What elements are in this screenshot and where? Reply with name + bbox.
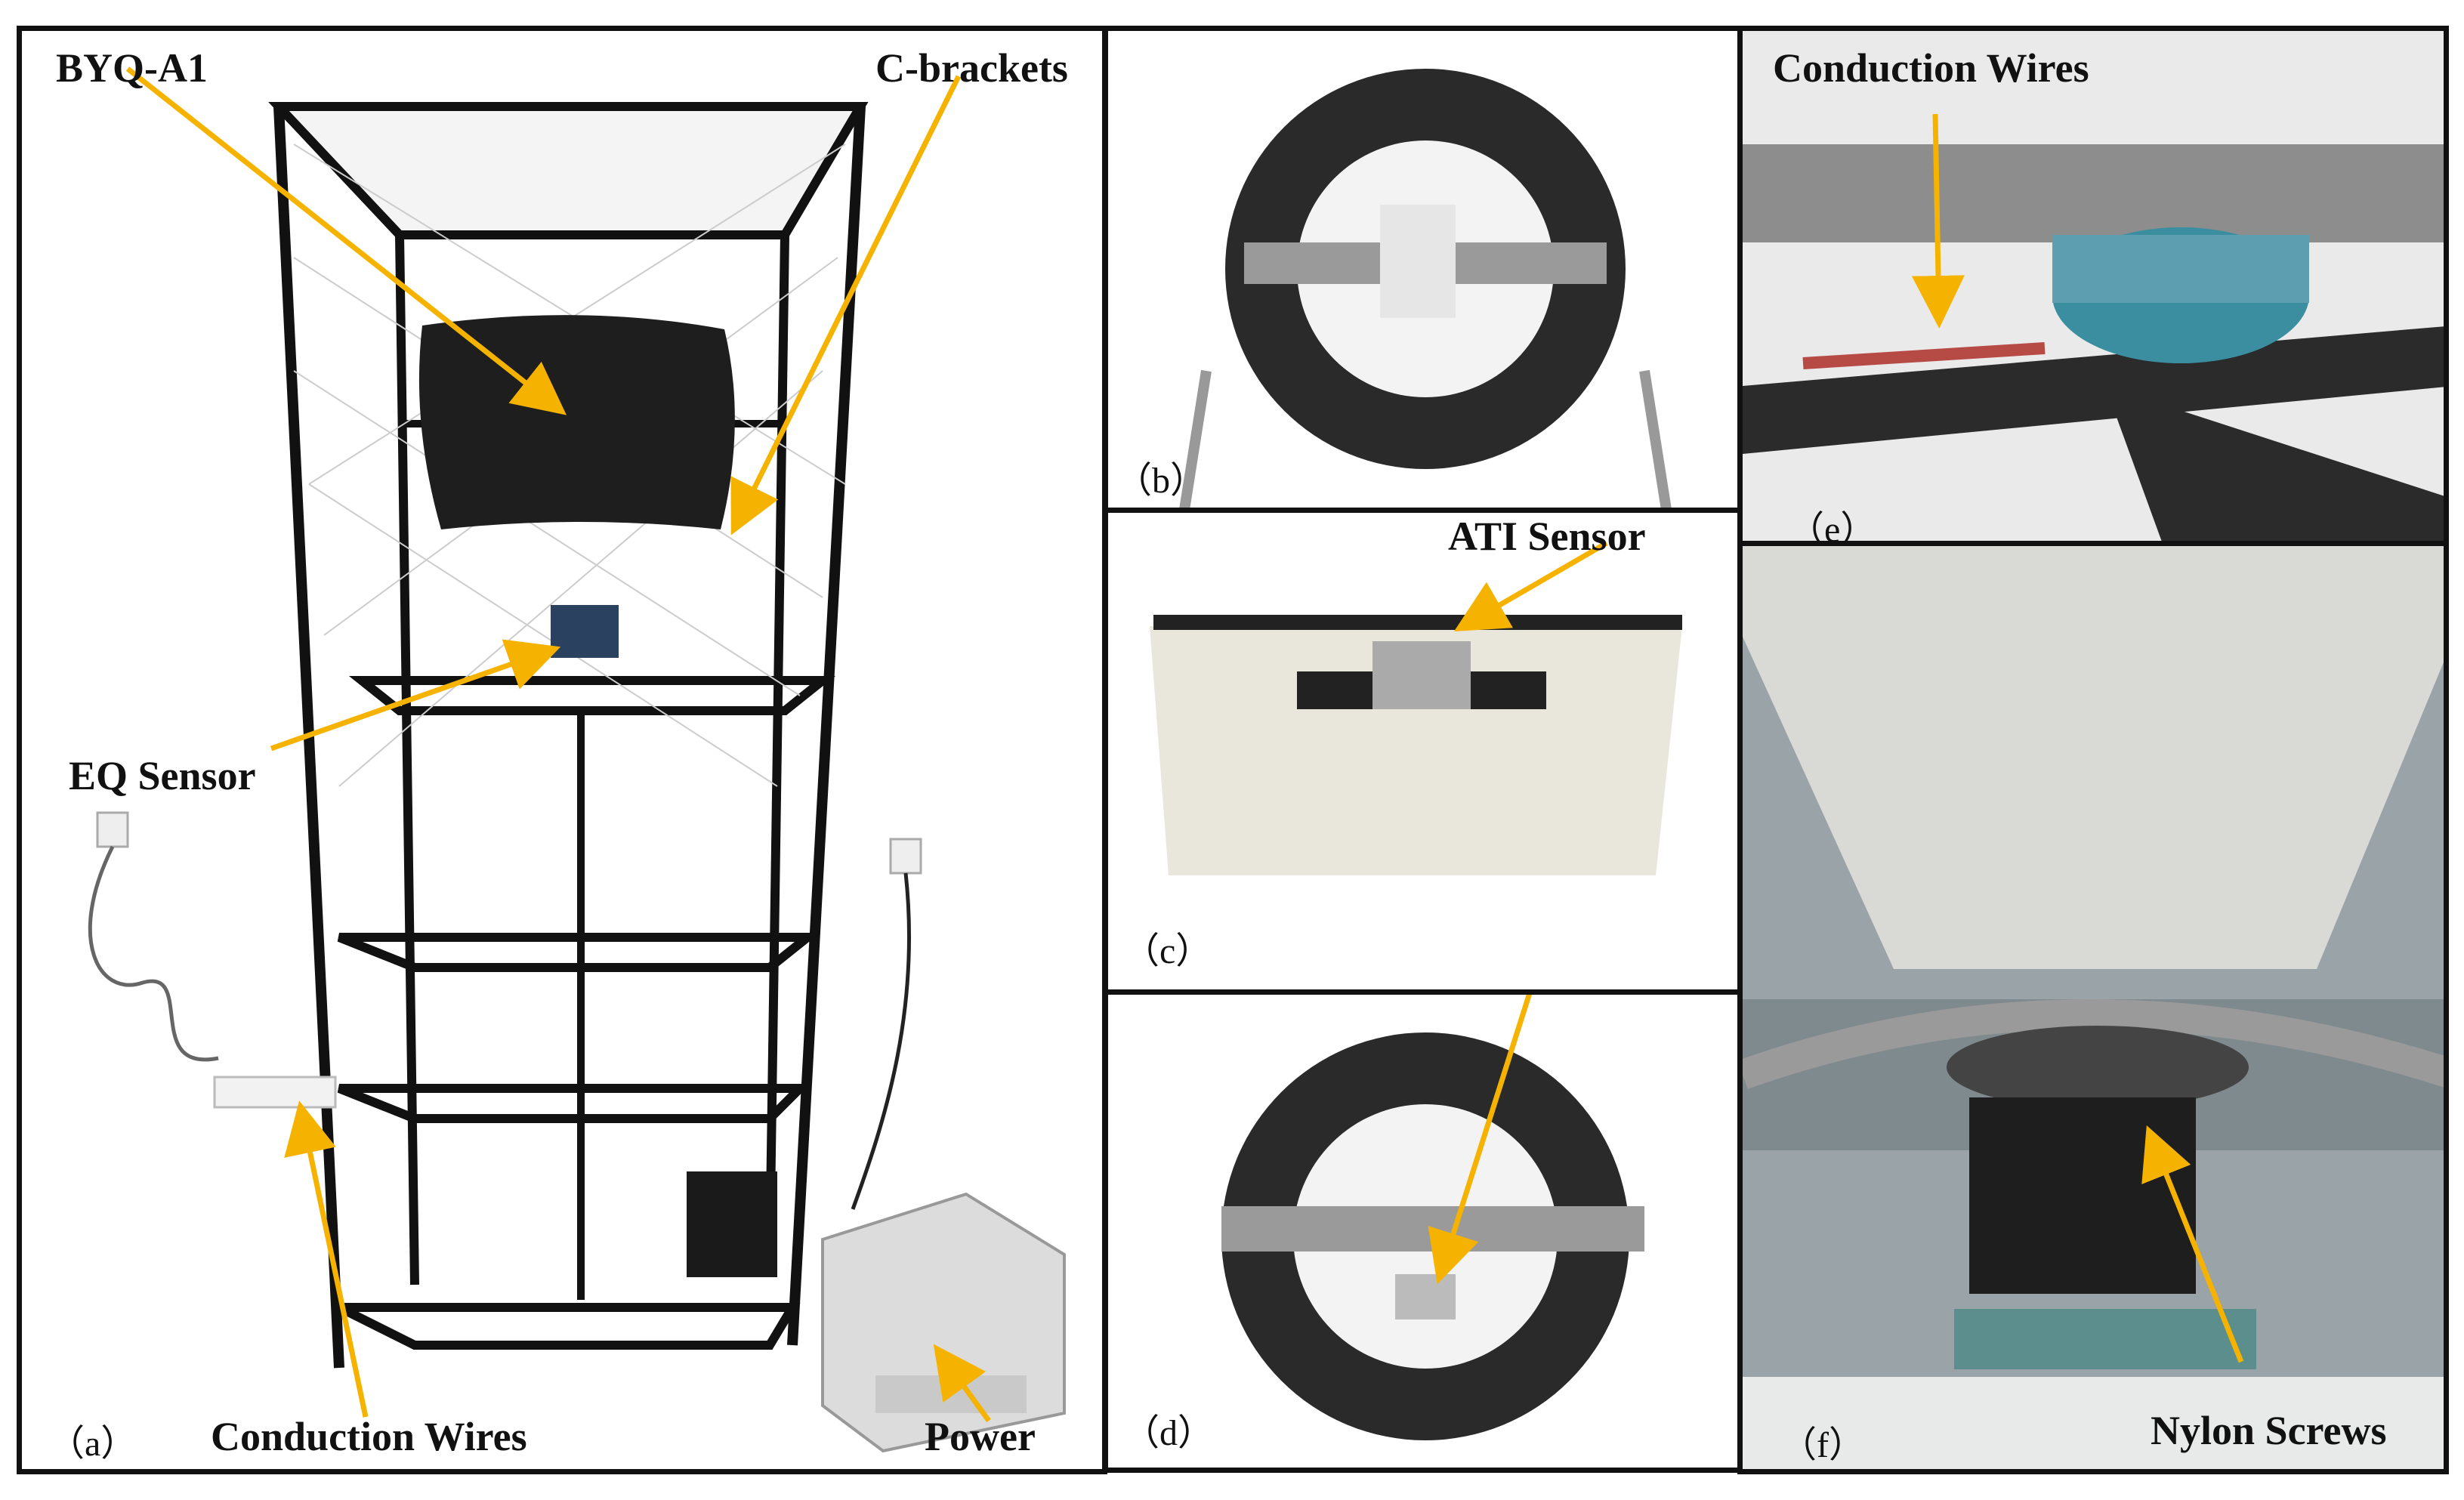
power-label: Power — [925, 1414, 1036, 1459]
ati-arrow-d — [1428, 995, 1532, 1285]
power-arrow — [933, 1344, 991, 1423]
byq-label: BYQ-A1 — [56, 45, 208, 91]
panel-a-photo — [88, 66, 1066, 1453]
panel-d-photo — [1221, 995, 1644, 1440]
screws-arrow — [2141, 1125, 2244, 1363]
eq-arrow — [270, 639, 561, 752]
panel-e: Conduction Wires （e） — [1737, 26, 2449, 547]
ati-label: ATI Sensor — [1448, 514, 1646, 559]
wires-arrow-a — [284, 1100, 369, 1418]
wires-label-e: Conduction Wires — [1773, 45, 2089, 91]
panel-c: ATI Sensor （c） — [1103, 508, 1743, 995]
cbrackets-label: C-brackets — [875, 45, 1068, 91]
wires-arrow-e — [1911, 113, 1965, 329]
panel-f-tag: （f） — [1780, 1425, 1865, 1465]
screws-label: Nylon Screws — [2151, 1408, 2387, 1453]
panel-a: BYQ-A1 C-brackets EQ Sensor Conduction W… — [17, 26, 1107, 1474]
ati-arrow-c — [1453, 540, 1608, 632]
panel-c-photo — [1150, 540, 1682, 875]
panel-b-tag: （b） — [1116, 461, 1207, 501]
panel-e-photo — [1743, 31, 2444, 542]
cbrackets-arrow — [730, 75, 962, 535]
byq-arrow — [125, 66, 567, 415]
wires-label-a: Conduction Wires — [211, 1414, 527, 1459]
panel-c-tag: （c） — [1123, 931, 1212, 971]
panel-e-tag: （e） — [1788, 510, 1877, 547]
panel-f-photo — [1743, 546, 2444, 1469]
panel-a-tag: （a） — [48, 1424, 137, 1464]
panel-d: （d） — [1103, 989, 1743, 1473]
panel-f: Nylon Screws （f） — [1737, 541, 2449, 1474]
panel-d-tag: （d） — [1123, 1413, 1215, 1453]
panel-b: （b） — [1103, 26, 1743, 514]
eq-label: EQ Sensor — [69, 753, 256, 798]
panel-b-photo — [1179, 69, 1672, 508]
